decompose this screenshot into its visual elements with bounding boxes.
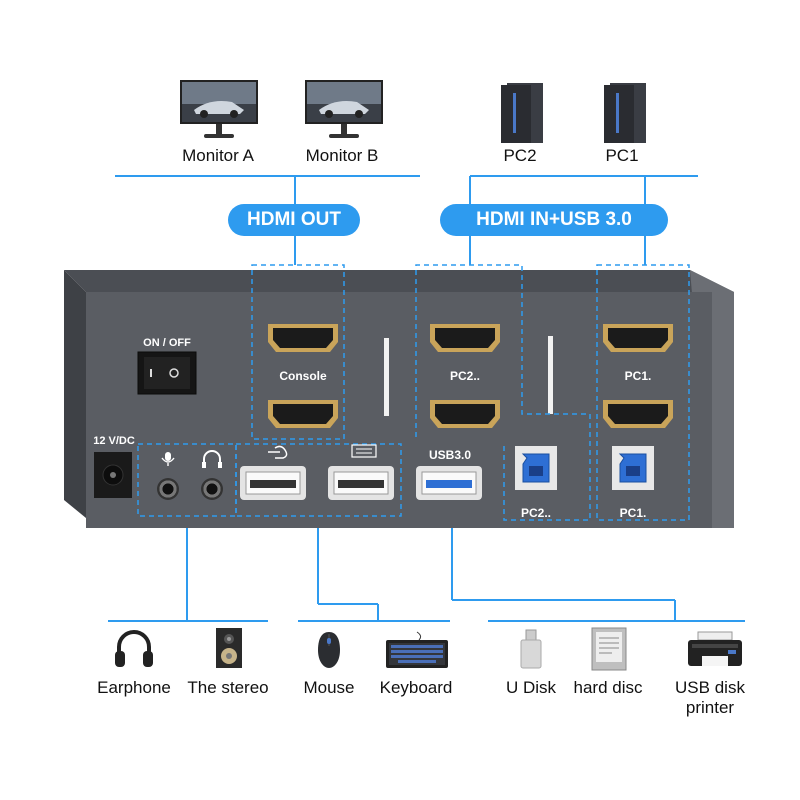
pc1-label: PC1 bbox=[605, 146, 639, 165]
monitor-a-label: Monitor A bbox=[182, 146, 254, 165]
mic-jack bbox=[157, 478, 179, 500]
pc1-tower-icon bbox=[604, 83, 646, 143]
power-switch[interactable] bbox=[138, 352, 196, 394]
hard-disc-icon bbox=[591, 627, 627, 671]
hdmi-console-bottom-port bbox=[268, 400, 338, 428]
pc2-tower-icon bbox=[501, 83, 543, 143]
earphone-label: Earphone bbox=[97, 678, 171, 697]
monitor-b-label: Monitor B bbox=[305, 146, 379, 165]
printer-label: USB disk printer bbox=[675, 678, 745, 717]
usb30-port bbox=[416, 466, 482, 500]
power-input-label: 12 V/DC bbox=[93, 435, 135, 447]
usb-mouse-port bbox=[240, 466, 306, 500]
monitor-b-icon bbox=[305, 80, 383, 138]
usb-keyboard-port bbox=[328, 466, 394, 500]
console-label: Console bbox=[279, 369, 327, 383]
hdmi-pc1-bottom-port bbox=[603, 400, 673, 428]
hdmi-pc2-bottom-port bbox=[430, 400, 500, 428]
hdmi-console-top-port bbox=[268, 324, 338, 352]
printer-icon bbox=[688, 631, 742, 666]
hdmi-in-usb-badge: HDMI IN+USB 3.0 bbox=[440, 204, 668, 236]
pc1-usb-label: PC1. bbox=[619, 506, 647, 520]
earphone-icon bbox=[115, 630, 153, 667]
keyboard-label: Keyboard bbox=[379, 678, 453, 697]
keyboard-icon bbox=[386, 631, 448, 668]
usb-b-pc1-port bbox=[612, 446, 654, 490]
pc2-usb-label: PC2.. bbox=[520, 506, 551, 520]
pc2-label: PC2 bbox=[503, 146, 537, 165]
power-switch-label: ON / OFF bbox=[143, 337, 191, 349]
hdmi-pc1-top-port bbox=[603, 324, 673, 352]
mouse-label: Mouse bbox=[303, 678, 355, 697]
hdmi-pc2-top-port bbox=[430, 324, 500, 352]
pc1-hdmi-label: PC1. bbox=[624, 369, 652, 383]
monitor-a-icon bbox=[180, 80, 258, 138]
headphone-jack bbox=[201, 478, 223, 500]
u-disk-label: U Disk bbox=[505, 678, 557, 697]
stereo-speaker-icon bbox=[216, 628, 242, 668]
usb30-label: USB3.0 bbox=[428, 448, 472, 462]
hard-disc-label: hard disc bbox=[573, 678, 643, 697]
mouse-icon bbox=[318, 632, 340, 668]
usb-b-pc2-port bbox=[515, 446, 557, 490]
hdmi-out-badge: HDMI OUT bbox=[228, 204, 360, 236]
stereo-label: The stereo bbox=[187, 678, 269, 697]
pc2-hdmi-label: PC2.. bbox=[449, 369, 480, 383]
u-disk-icon bbox=[520, 629, 542, 669]
